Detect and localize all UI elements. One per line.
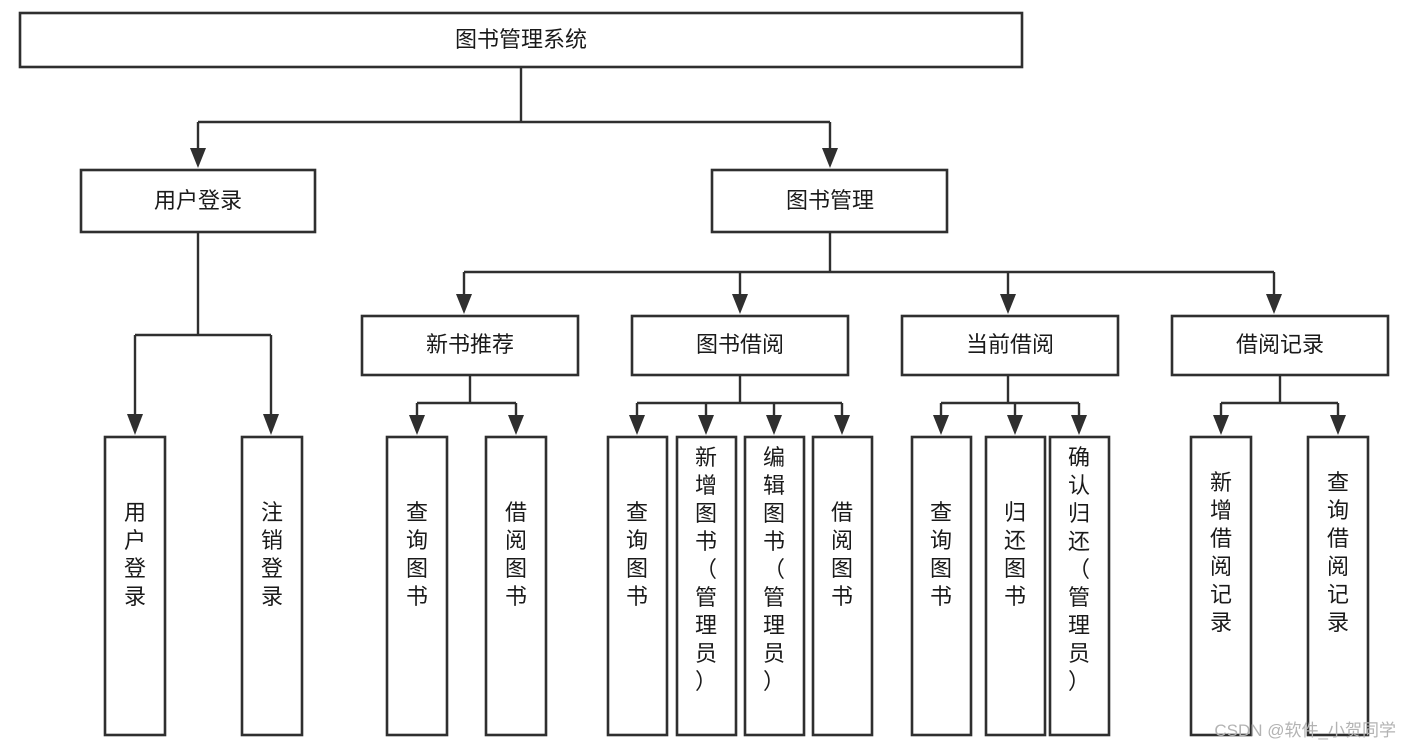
node-leaf-borrow-edit[interactable]: 编辑图书（管理员）	[743, 435, 806, 737]
node-leaf-rec-borrow[interactable]: 借阅图书	[484, 435, 548, 737]
arrowhead-leaf-cur-return	[1007, 415, 1023, 435]
node-book-borrow[interactable]: 图书借阅	[630, 314, 850, 377]
arrowhead-leaf-rec-search	[1330, 415, 1346, 435]
node-leaf-user-logout[interactable]: 注销登录	[240, 435, 304, 737]
node-book-borrow-label: 图书借阅	[696, 332, 784, 357]
arrowhead-leaf-borrow-query	[629, 415, 645, 435]
node-leaf-rec-add-label: 新增借阅记录	[1210, 470, 1232, 635]
arrowhead-leaf-borrow-add	[698, 415, 714, 435]
node-leaf-user-login-label: 用户登录	[124, 500, 146, 609]
node-leaf-borrow-add[interactable]: 新增图书（管理员）	[675, 435, 738, 737]
arrowhead-leaf-borrow-edit	[766, 415, 782, 435]
node-leaf-rec-add[interactable]: 新增借阅记录	[1189, 435, 1253, 737]
node-borrow-record-box[interactable]	[1170, 314, 1390, 377]
node-current-borrow-label: 当前借阅	[966, 332, 1054, 357]
node-user-login-label: 用户登录	[154, 188, 242, 213]
watermark-label: CSDN @软件_小贺同学	[1214, 721, 1396, 740]
node-leaf-borrow-edit-box[interactable]	[743, 435, 806, 737]
node-new-book-rec[interactable]: 新书推荐	[360, 314, 580, 377]
node-leaf-rec-borrow-box[interactable]	[484, 435, 548, 737]
node-leaf-user-logout-label: 注销登录	[261, 500, 283, 609]
node-leaf-user-logout-box[interactable]	[240, 435, 304, 737]
arrowhead-book-borrow	[732, 294, 748, 314]
node-leaf-user-login-box[interactable]	[103, 435, 167, 737]
arrowhead-leaf-rec-query	[409, 415, 425, 435]
node-leaf-cur-query-box[interactable]	[910, 435, 973, 737]
node-leaf-rec-query-label: 查询图书	[406, 500, 428, 609]
node-leaf-borrow-do-label: 借阅图书	[831, 500, 853, 609]
node-leaf-rec-borrow-label: 借阅图书	[505, 500, 527, 609]
node-leaf-cur-confirm[interactable]: 确认归还（管理员）	[1048, 435, 1111, 737]
arrowhead-leaf-user-logout	[263, 414, 279, 435]
node-leaf-cur-query[interactable]: 查询图书	[910, 435, 973, 737]
node-leaf-rec-search-label: 查询借阅记录	[1327, 470, 1349, 635]
node-leaf-borrow-do-box[interactable]	[811, 435, 874, 737]
node-leaf-cur-confirm-box[interactable]	[1048, 435, 1111, 737]
node-leaf-borrow-add-label: 新增图书（管理员）	[695, 445, 717, 694]
node-leaf-rec-query[interactable]: 查询图书	[385, 435, 449, 737]
arrowhead-user-login	[190, 148, 206, 168]
node-leaf-borrow-query[interactable]: 查询图书	[606, 435, 669, 737]
arrowhead-book-manage	[822, 148, 838, 168]
node-book-manage-label: 图书管理	[786, 188, 874, 213]
node-root[interactable]: 图书管理系统	[18, 11, 1024, 69]
node-borrow-record[interactable]: 借阅记录	[1170, 314, 1390, 377]
node-leaf-cur-return-label: 归还图书	[1004, 500, 1026, 609]
node-leaf-cur-return-box[interactable]	[984, 435, 1047, 737]
arrowhead-leaf-rec-borrow	[508, 415, 524, 435]
node-leaf-cur-query-label: 查询图书	[930, 500, 952, 609]
node-borrow-record-label: 借阅记录	[1236, 332, 1324, 357]
arrowhead-leaf-rec-add	[1213, 415, 1229, 435]
node-leaf-cur-return[interactable]: 归还图书	[984, 435, 1047, 737]
node-leaf-rec-search[interactable]: 查询借阅记录	[1306, 435, 1370, 737]
node-leaf-borrow-edit-label: 编辑图书（管理员）	[763, 445, 785, 694]
arrowhead-current-borrow	[1000, 294, 1016, 314]
node-root-box[interactable]	[18, 11, 1024, 69]
node-leaf-rec-search-box[interactable]	[1306, 435, 1370, 737]
arrowhead-leaf-borrow-do	[834, 415, 850, 435]
node-leaf-cur-confirm-label: 确认归还（管理员）	[1068, 445, 1090, 694]
node-leaf-borrow-add-box[interactable]	[675, 435, 738, 737]
connector-layer	[127, 67, 1346, 435]
arrowhead-leaf-cur-query	[933, 415, 949, 435]
node-leaf-rec-query-box[interactable]	[385, 435, 449, 737]
node-new-book-rec-label: 新书推荐	[426, 332, 514, 357]
node-user-login[interactable]: 用户登录	[79, 168, 317, 234]
node-leaf-rec-add-box[interactable]	[1189, 435, 1253, 737]
node-book-manage-box[interactable]	[710, 168, 949, 234]
arrowhead-leaf-cur-confirm	[1071, 415, 1087, 435]
node-book-manage[interactable]: 图书管理	[710, 168, 949, 234]
node-leaf-user-login[interactable]: 用户登录	[103, 435, 167, 737]
node-user-login-box[interactable]	[79, 168, 317, 234]
node-current-borrow[interactable]: 当前借阅	[900, 314, 1120, 377]
node-leaf-borrow-query-label: 查询图书	[626, 500, 648, 609]
node-leaf-borrow-do[interactable]: 借阅图书	[811, 435, 874, 737]
node-new-book-rec-box[interactable]	[360, 314, 580, 377]
node-current-borrow-box[interactable]	[900, 314, 1120, 377]
arrowhead-leaf-user-login	[127, 414, 143, 435]
node-root-label: 图书管理系统	[455, 27, 587, 52]
node-leaf-borrow-query-box[interactable]	[606, 435, 669, 737]
arrowhead-new-book-rec	[456, 294, 472, 314]
arrowhead-borrow-record	[1266, 294, 1282, 314]
node-book-borrow-box[interactable]	[630, 314, 850, 377]
